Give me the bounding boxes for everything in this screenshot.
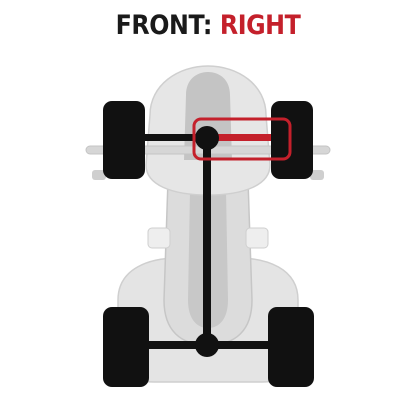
front-left-tire	[103, 101, 145, 179]
title-prefix: FRONT:	[115, 10, 213, 41]
rear-differential	[195, 333, 219, 357]
drive-shaft	[203, 141, 211, 345]
left-grip	[92, 170, 106, 180]
front-right-tire	[271, 101, 313, 179]
drivetrain	[145, 126, 271, 357]
rear-right-tire	[268, 307, 314, 387]
left-footrest	[147, 227, 171, 249]
rear-left-tire	[103, 307, 149, 387]
page-title: FRONT: RIGHT	[25, 10, 391, 41]
front-right-axle-shaft	[207, 134, 271, 141]
highlight-box	[192, 117, 292, 161]
title-highlight: RIGHT	[219, 10, 301, 41]
front-differential	[195, 126, 219, 150]
right-footrest	[245, 227, 269, 249]
front-left-axle-shaft	[145, 134, 207, 141]
right-grip	[310, 170, 324, 180]
